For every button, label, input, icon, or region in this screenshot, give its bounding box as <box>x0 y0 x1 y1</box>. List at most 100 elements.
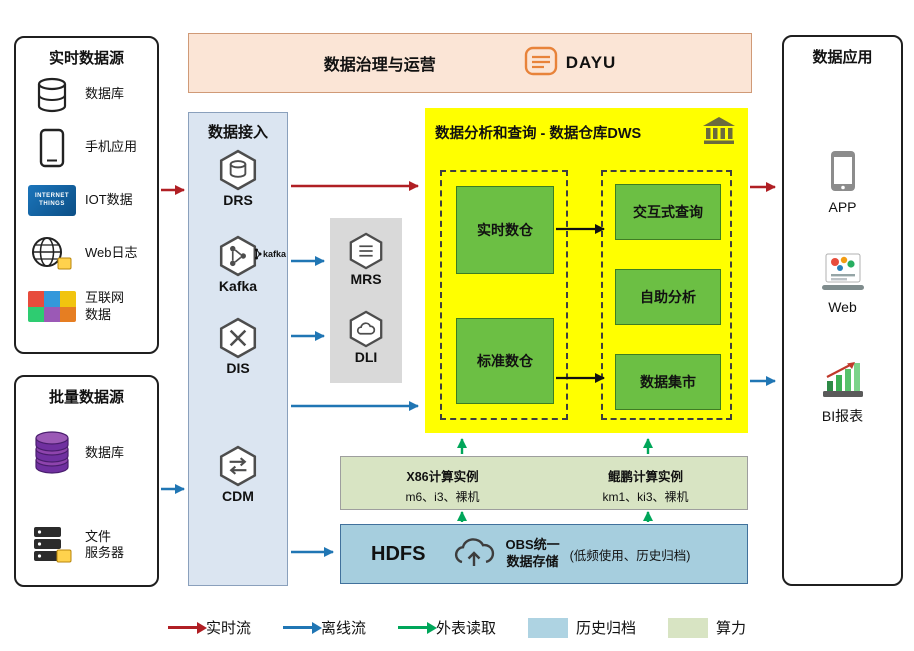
legend-item-archive: 历史归档 <box>528 617 636 638</box>
warehouse-icon <box>702 116 736 149</box>
batch-sources-panel: 批量数据源 数据库 <box>14 375 159 587</box>
bi-report-icon <box>784 359 901 400</box>
kunpeng-compute: 鲲鹏计算实例 km1、ki3、裸机 <box>544 457 747 509</box>
governance-banner: 数据治理与运营 DAYU <box>188 33 752 93</box>
legend-label: 离线流 <box>320 620 366 637</box>
service-label: DRS <box>223 192 253 208</box>
dayu-icon <box>524 46 558 81</box>
dayu-brand: DAYU <box>524 46 617 81</box>
offline-flow-swatch <box>282 621 322 634</box>
app-phone-icon <box>784 149 901 193</box>
governance-title: 数据治理与运营 <box>323 57 436 74</box>
realtime-flow-swatch <box>167 621 207 634</box>
x86-compute: X86计算实例 m6、i3、裸机 <box>341 457 544 509</box>
analytics-data-mart: 数据集市 <box>615 354 721 410</box>
service-dis: DIS <box>189 317 287 376</box>
warehouse-standard: 标准数仓 <box>456 318 554 404</box>
service-label: DLI <box>354 349 378 365</box>
source-item-batch-database: 数据库 <box>16 407 157 499</box>
application-label: APP <box>828 199 857 215</box>
web-page-icon <box>784 252 901 293</box>
legend-label: 外表读取 <box>435 620 496 637</box>
legend-item-realtime: 实时流 <box>167 617 251 638</box>
source-label: 互联网 数据 <box>85 290 125 322</box>
kunpeng-specs: km1、ki3、裸机 <box>602 490 689 504</box>
legend: 实时流 离线流 外表读取 历史归档 算力 <box>0 617 914 638</box>
analytics-interactive-query: 交互式查询 <box>615 184 721 240</box>
analytics-self-service: 自助分析 <box>615 269 721 325</box>
hdfs-label: HDFS <box>371 542 426 565</box>
service-drs: DRS <box>189 149 287 208</box>
warehouse-group: 实时数仓 标准数仓 <box>440 170 568 420</box>
source-label: 文件 服务器 <box>85 528 125 560</box>
ingestion-title: 数据接入 <box>207 124 268 141</box>
legend-item-compute-power: 算力 <box>668 617 746 638</box>
drs-hexagon-icon <box>189 149 287 191</box>
dws-title: 数据分析和查询 - 数据仓库DWS <box>435 126 642 142</box>
application-label: BI报表 <box>821 408 864 424</box>
kafka-logo-text: kafka <box>262 249 286 259</box>
batch-sources-title: 批量数据源 <box>48 389 124 406</box>
application-bi: BI报表 <box>784 359 901 426</box>
x86-specs: m6、i3、裸机 <box>405 490 480 504</box>
applications-panel: 数据应用 APP <box>782 35 903 586</box>
cdm-hexagon-icon <box>189 445 287 487</box>
realtime-sources-panel: 实时数据源 数据库 手机应用 INTERNET THING <box>14 36 159 354</box>
dws-panel: 数据分析和查询 - 数据仓库DWS 实时数仓 标准数仓 交互式查询 自助分析 数… <box>425 108 748 433</box>
service-dli: DLI <box>330 310 402 365</box>
x86-title: X86计算实例 <box>406 470 479 484</box>
database-purple-icon <box>28 429 76 477</box>
source-label: 手机应用 <box>85 139 138 155</box>
source-label: Web日志 <box>85 245 138 261</box>
analytics-group: 交互式查询 自助分析 数据集市 <box>601 170 732 420</box>
service-kafka: kafka Kafka <box>189 235 287 294</box>
external-read-swatch <box>397 621 437 634</box>
service-label: CDM <box>222 488 254 504</box>
source-item-database: 数据库 <box>16 68 157 121</box>
mrs-hexagon-icon <box>330 232 402 270</box>
phone-icon <box>28 128 76 168</box>
warehouse-realtime: 实时数仓 <box>456 186 554 274</box>
history-archive-swatch <box>528 617 568 638</box>
legend-label: 历史归档 <box>576 620 637 637</box>
source-item-weblog: Web日志 <box>16 227 157 280</box>
application-web: Web <box>784 252 901 315</box>
realtime-sources-title: 实时数据源 <box>48 50 124 67</box>
obs-label: OBS统一 数据存储 <box>505 537 560 569</box>
application-app: APP <box>784 149 901 215</box>
source-item-internet: 互联网 数据 <box>16 280 157 333</box>
ingestion-panel: 数据接入 DRS <box>188 112 288 586</box>
legend-label: 算力 <box>716 620 747 637</box>
dayu-product-name: DAYU <box>565 53 617 72</box>
compute-strip: X86计算实例 m6、i3、裸机 鲲鹏计算实例 km1、ki3、裸机 <box>340 456 748 510</box>
source-item-mobile: 手机应用 <box>16 121 157 174</box>
source-label: IOT数据 <box>85 192 133 208</box>
legend-label: 实时流 <box>205 620 251 637</box>
kafka-logo: kafka <box>254 248 286 260</box>
applications-title: 数据应用 <box>812 49 873 66</box>
dli-hexagon-icon <box>330 310 402 348</box>
storage-strip: HDFS OBS统一 数据存储 (低频使用、历史归档) <box>340 524 748 584</box>
database-icon <box>28 76 76 114</box>
legend-item-offline: 离线流 <box>282 617 366 638</box>
internet-data-icon <box>28 291 76 322</box>
source-label: 数据库 <box>85 86 125 102</box>
source-label: 数据库 <box>85 444 125 460</box>
service-cdm: CDM <box>189 445 287 504</box>
iot-icon: INTERNET THINGS <box>28 185 76 216</box>
service-label: Kafka <box>218 278 258 294</box>
source-item-fileserver: 文件 服务器 <box>16 499 157 591</box>
kunpeng-title: 鲲鹏计算实例 <box>607 470 683 484</box>
web-log-icon <box>28 235 76 272</box>
kafka-hexagon-icon <box>189 235 287 277</box>
compute-power-swatch <box>668 617 709 638</box>
dis-hexagon-icon <box>189 317 287 359</box>
iot-icon-text: INTERNET THINGS <box>35 192 69 207</box>
cloud-upload-icon <box>451 535 497 574</box>
legend-item-external-read: 外表读取 <box>397 617 496 638</box>
application-label: Web <box>828 299 857 315</box>
service-label: MRS <box>350 271 382 287</box>
source-item-iot: INTERNET THINGS IOT数据 <box>16 174 157 227</box>
obs-note: (低频使用、历史归档) <box>569 548 691 563</box>
